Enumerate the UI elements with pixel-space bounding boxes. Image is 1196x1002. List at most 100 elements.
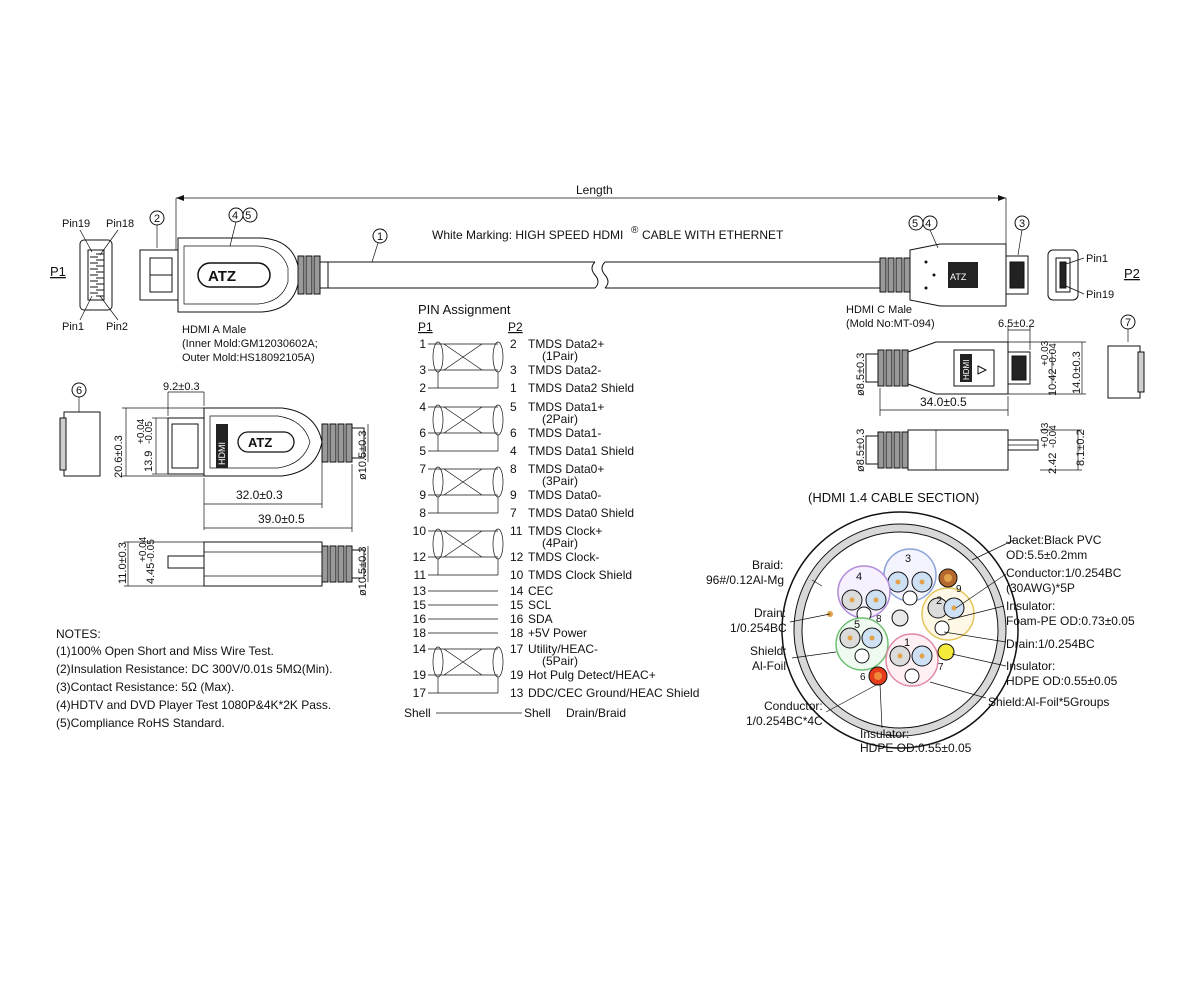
dim-4-45-up: +0.04 [138,536,149,562]
label-jacket-1: Jacket:Black PVC [1006,533,1102,547]
callout-7: 7 [1125,317,1131,329]
callout-2: 2 [154,213,160,225]
label-conductor-l1: Conductor: [764,699,823,713]
pin-left-number: 8 [419,506,426,520]
pair-number-4: 4 [856,571,862,583]
pin-signal-label: (4Pair) [542,536,578,550]
white-marking-tail: CABLE WITH ETHERNET [642,228,784,242]
pin-right-number: 11 [510,524,523,538]
dim-8-5-side: ø8.5±0.3 [855,429,867,472]
pin-signal-label: Hot Pulg Detect/HEAC+ [528,668,656,682]
callout-54: 54 [912,218,938,230]
pin-signal-label: TMDS Data1+ [528,400,604,414]
length-dimension: Length [175,183,1007,250]
pin-right-number: 5 [510,400,517,414]
hdmi-c-title: HDMI C Male [846,304,912,316]
pin-signal-label: (5Pair) [542,654,578,668]
length-label: Length [576,183,613,197]
wire-number-9: 9 [956,584,962,595]
label-drain-r: Drain:1/0.254BC [1006,637,1095,651]
pin-signal-label: (3Pair) [542,474,578,488]
pin-signal-label: (1Pair) [542,349,578,363]
pin-signal-label: TMDS Data0+ [528,462,604,476]
label-drain-l1: Drain: [754,606,786,620]
p1-label: P1 [50,264,66,279]
pin-right-number: 18 [510,626,524,640]
pin-left-number: 1 [419,337,426,351]
pin-left-number: 18 [413,626,427,640]
pin-right-number: 13 [510,686,524,700]
pin-right-number: 8 [510,462,517,476]
pin-signal-label: TMDS Data2 Shield [528,381,634,395]
hdmi-text-a: HDMI [217,442,227,465]
single-wires: 9 7 6 8 [827,568,962,686]
label-insulator-r3: Insulator: [1006,659,1055,673]
pin-right-number: 15 [510,598,524,612]
label-braid-1: Braid: [752,558,783,572]
p2-pin19-label: Pin19 [1086,289,1114,301]
p1-pin2-label: Pin2 [106,321,128,333]
dim-10-42-up: +0.03 [1040,340,1051,366]
pin-right-number: 17 [510,642,524,656]
pin-p1-header: P1 [418,320,433,334]
shell-label: Drain/Braid [566,706,626,720]
p2-pin1-label: Pin1 [1086,253,1108,265]
dim-2-42-up: +0.03 [1040,422,1051,448]
pin-right-number: 9 [510,488,517,502]
pin-signal-label: TMDS Clock+ [528,524,602,538]
label-insulator-r2: Foam-PE OD:0.73±0.05 [1006,614,1135,628]
pin-left-number: 6 [419,426,426,440]
p1-pin1-label: Pin1 [62,321,84,333]
shell-left: Shell [404,706,431,720]
pin-right-number: 4 [510,444,517,458]
pin-signal-label: SCL [528,598,552,612]
hdmi-a-connector: ATZ [139,237,329,313]
callout-3: 3 [1019,218,1025,230]
pin-left-number: 7 [419,462,426,476]
notes-title: NOTES: [56,627,101,641]
pair-number-3: 3 [905,553,911,565]
dim-2-42: 2.42 [1047,453,1059,474]
dim-20-6: 20.6±0.3 [113,435,125,478]
p1-pin18-label: Pin18 [106,218,134,230]
pin-signal-label: TMDS Data1 Shield [528,444,634,458]
label-insulator-r1: Insulator: [1006,599,1055,613]
pin-left-number: 13 [413,584,427,598]
pin-signal-label: DDC/CEC Ground/HEAC Shield [528,686,699,700]
cap-7: 7 [1107,314,1145,399]
pin-left-number: 16 [413,612,427,626]
pin-left-number: 11 [414,568,427,582]
pin-right-number: 6 [510,426,517,440]
hdmi-a-title: HDMI A Male [182,324,246,336]
section-title: (HDMI 1.4 CABLE SECTION) [808,490,979,505]
dim-34: 34.0±0.5 [920,395,967,409]
cable-body: White Marking: HIGH SPEED HDMI ® CABLE W… [328,225,880,289]
note-5: (5)Compliance RoHS Standard. [56,716,225,730]
hdmi-a-top-detail: HDMI ATZ 9.2±0.3 20.6±0.3 13.9 +0.04 -0.… [113,381,369,532]
dim-10-5-top: ø10.5±0.3 [357,431,369,480]
dim-8-5-top: ø8.5±0.3 [855,353,867,396]
pin-signal-label: TMDS Data2- [528,363,601,377]
label-insulator-b2: HDPE OD:0.55±0.05 [860,741,972,755]
pin-signal-label: TMDS Clock- [528,550,599,564]
logo-text-a: ATZ [208,268,236,285]
dim-14: 14.0±0.3 [1071,351,1083,394]
pin-right-number: 19 [510,668,524,682]
pin-left-number: 10 [413,524,427,538]
pin-left-number: 5 [419,444,426,458]
label-jacket-2: OD:5.5±0.2mm [1006,548,1087,562]
hdmi-a-side-detail: 11.0±0.3 4.45 +0.04 -0.05 ø10.5±0.3 [117,536,369,596]
pin-signal-label: TMDS Clock Shield [528,568,632,582]
dim-9-2: 9.2±0.3 [163,381,200,393]
label-insulator-r4: HDPE OD:0.55±0.05 [1006,674,1118,688]
wire-number-7: 7 [938,662,944,673]
dim-10-42-dn: -0.04 [1048,343,1059,366]
pin-left-number: 15 [413,598,427,612]
label-insulator-b1: Insulator: [860,727,909,741]
dim-32: 32.0±0.3 [236,488,283,502]
pin-left-number: 14 [413,642,427,656]
p1-face-pins [90,253,104,297]
pin-right-number: 12 [510,550,524,564]
